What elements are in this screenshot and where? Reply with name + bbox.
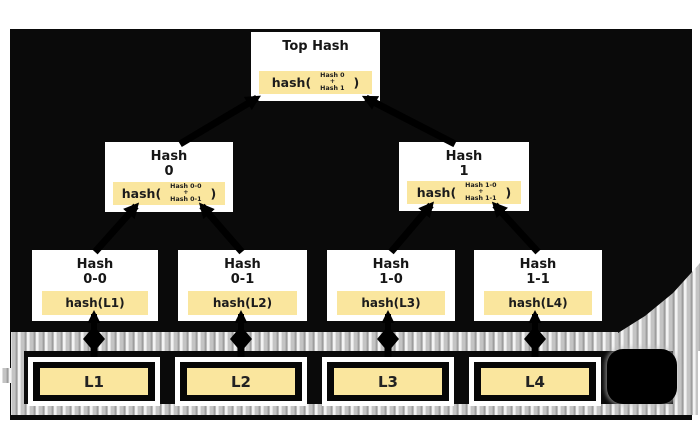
formula-operator: +: [183, 189, 189, 197]
data-block-l1: L1: [28, 357, 160, 406]
title-line-2: 0: [164, 164, 174, 179]
node-hash-1-1: Hash 1-1 hash(L4): [474, 250, 602, 321]
title-line-2: 1-1: [526, 272, 550, 287]
data-block-l2: L2: [175, 357, 307, 406]
formula-arg2: Hash 1: [320, 84, 345, 92]
node-hash-1-formula: hash( Hash 1-0 + Hash 1-1 ): [407, 181, 521, 204]
title-line-2: 1: [459, 164, 469, 179]
formula-arg2: Hash 1-1: [465, 194, 497, 202]
title-line-1: Hash: [76, 257, 114, 272]
formula-args: Hash 0-0 + Hash 0-1: [170, 182, 202, 203]
formula-text: hash(L4): [508, 296, 568, 310]
node-hash-1-0-formula: hash(L3): [337, 291, 445, 315]
node-hash-1-title: Hash 1: [399, 149, 529, 179]
title-line-1: Hash: [519, 257, 557, 272]
node-hash-0-0-formula: hash(L1): [42, 291, 148, 315]
formula-open: hash(: [416, 185, 457, 200]
formula-arg1: Hash 1-0: [465, 181, 497, 189]
formula-arg2: Hash 0-1: [170, 195, 202, 203]
formula-operator: +: [329, 78, 335, 86]
caption-line-2: blocks: [616, 375, 669, 395]
formula-arg1: Hash 0: [320, 71, 345, 79]
formula-close: ): [505, 185, 512, 200]
title-line-1: Hash: [445, 149, 483, 164]
title-line-2: 1-0: [379, 272, 403, 287]
node-hash-1-0-title: Hash 1-0: [327, 257, 455, 287]
node-hash-0: Hash 0 hash( Hash 0-0 + Hash 0-1 ): [105, 142, 233, 212]
formula-operator: +: [478, 188, 484, 196]
formula-close: ): [353, 75, 360, 90]
node-hash-1: Hash 1 hash( Hash 1-0 + Hash 1-1 ): [399, 142, 529, 211]
data-block-l3-label: L3: [334, 368, 442, 395]
node-hash-1-1-title: Hash 1-1: [474, 257, 602, 287]
node-top-hash-formula: hash( Hash 0 + Hash 1 ): [259, 71, 372, 94]
formula-args: Hash 1-0 + Hash 1-1: [465, 181, 497, 202]
node-hash-0-1-title: Hash 0-1: [178, 257, 307, 287]
formula-close: ): [210, 186, 217, 201]
title-line-1: Hash: [372, 257, 410, 272]
formula-text: hash(L1): [65, 296, 125, 310]
node-hash-0-1: Hash 0-1 hash(L2): [178, 250, 307, 321]
caption-line-1: Data: [622, 357, 663, 377]
data-block-l4-label: L4: [481, 368, 589, 395]
title-line-2: 0-0: [83, 272, 107, 287]
title-line-1: Hash: [224, 257, 261, 272]
data-block-l3: L3: [322, 357, 454, 406]
title-line-1: Hash: [150, 149, 188, 164]
node-top-hash: Top Hash hash( Hash 0 + Hash 1 ): [251, 32, 380, 101]
node-hash-0-formula: hash( Hash 0-0 + Hash 0-1 ): [113, 182, 225, 205]
node-hash-0-0-title: Hash 0-0: [32, 257, 158, 287]
formula-arg1: Hash 0-0: [170, 182, 202, 190]
formula-args: Hash 0 + Hash 1: [320, 71, 345, 92]
formula-text: hash(L2): [212, 296, 273, 310]
formula-text: hash(L3): [361, 296, 421, 310]
node-hash-0-title: Hash 0: [105, 149, 233, 179]
node-hash-0-0: Hash 0-0 hash(L1): [32, 250, 158, 321]
formula-open: hash(: [121, 186, 162, 201]
data-block-l2-label: L2: [187, 368, 295, 395]
title-line-2: 0-1: [230, 272, 255, 287]
node-hash-1-0: Hash 1-0 hash(L3): [327, 250, 455, 321]
data-block-l4: L4: [469, 357, 601, 406]
node-hash-1-1-formula: hash(L4): [484, 291, 592, 315]
node-hash-0-1-formula: hash(L2): [188, 291, 297, 315]
formula-open: hash(: [271, 75, 312, 90]
data-blocks-caption: Data blocks: [607, 349, 677, 404]
data-block-l1-label: L1: [40, 368, 148, 395]
node-top-hash-title: Top Hash: [282, 39, 349, 54]
